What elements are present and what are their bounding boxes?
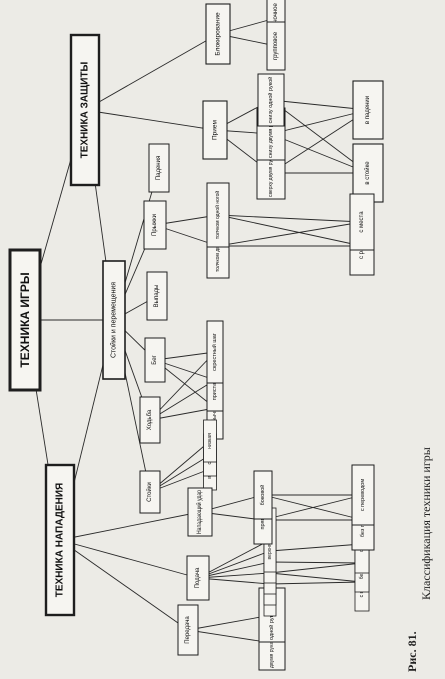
connector-defense-blocking <box>84 33 219 111</box>
node-jumps: Прыжки <box>143 200 167 250</box>
connector-upper_side-with_rotation <box>269 581 363 585</box>
node-group: групповое <box>266 21 286 71</box>
figure-caption: Классификация техники игры <box>419 447 433 600</box>
node-label: с переводом <box>360 479 366 511</box>
node-label: Подача <box>195 567 201 588</box>
node-bottom-one: снизу одной рукой <box>257 73 285 127</box>
node-receiving: Прием <box>202 100 228 160</box>
node-label: в стойке <box>364 161 371 185</box>
node-label: одиночное <box>273 2 279 32</box>
node-from-place: с места <box>349 193 375 251</box>
node-low: низкая <box>203 419 217 463</box>
node-label: скрестный шаг <box>211 333 218 371</box>
node-stances-box: Стойки <box>139 470 161 514</box>
connector-push_one-from_place <box>217 214 363 223</box>
connector-serve-upper_straight <box>197 572 271 579</box>
connector-defense-receiving <box>84 109 216 131</box>
node-defense: ТЕХНИКА ЗАЩИТЫ <box>69 33 101 187</box>
node-lunges: Выпады <box>146 271 168 321</box>
connector-serve-upper_side_2 <box>197 539 271 579</box>
node-label: Падения <box>156 156 162 180</box>
node-spike: Нападающий удар <box>187 487 213 537</box>
node-label: в падении <box>365 96 371 124</box>
node-label: Стойки и перемещения <box>110 282 118 358</box>
node-with-transfer: с переводом <box>351 464 375 526</box>
node-label: с места <box>359 211 365 233</box>
node-cross-step: скрестный шаг <box>206 320 224 384</box>
connector-attack-pass <box>59 539 189 631</box>
node-pass: Передача <box>177 604 199 656</box>
node-run: Бег <box>144 337 166 383</box>
node-label: Передача <box>185 616 191 644</box>
connector-bottom_one-in_fall <box>270 99 369 111</box>
node-blocking: Блокирование <box>205 3 231 65</box>
node-label: боковой <box>259 485 266 506</box>
node-label: Выпады <box>154 285 160 308</box>
figure-number: Рис. 81. <box>405 631 419 672</box>
connector-walk-side_step <box>149 379 216 421</box>
node-stances: Стойки и перемещения <box>102 260 126 380</box>
connector-serve-upper_side <box>197 577 271 585</box>
connector-upper_straight-with_rotation <box>269 572 363 583</box>
node-label: Прием <box>212 119 219 140</box>
node-label: Нападающий удар <box>196 489 203 534</box>
node-attack: ТЕХНИКА НАПАДЕНИЯ <box>44 463 76 617</box>
node-label: Бег <box>152 354 158 364</box>
connector-push_one-from_run <box>217 214 363 247</box>
node-label: толчком одной ногой <box>214 191 221 240</box>
connector-bottom_two-in_fall <box>270 109 369 135</box>
node-label: снизу двумя руками <box>268 110 274 158</box>
connector-top_two-in_fall <box>270 109 369 174</box>
connector-upper_straight-without_rotation <box>269 562 363 574</box>
node-label: снизу одной рукой <box>267 77 274 124</box>
node-label: низкая <box>207 433 213 449</box>
connector-lower_side-without_rotation <box>269 561 363 564</box>
node-label: Прыжки <box>152 214 158 236</box>
node-side: боковой <box>253 470 273 520</box>
node-label: Ходьба <box>147 409 153 430</box>
connector-pass-pass_one <box>187 614 273 631</box>
connector-bottom_two-in_stance <box>270 133 369 174</box>
connector-side-no_transfer <box>262 494 364 521</box>
connector-walk-cross_step <box>149 351 216 421</box>
node-in-stance: в стойке <box>352 143 384 203</box>
node-push-one: толчком одной ногой <box>206 182 230 248</box>
connector-walk-normal_step <box>149 407 216 421</box>
node-label: Стойки <box>146 482 153 502</box>
connector-bottom_one-in_stance <box>270 99 369 174</box>
connector-pass-pass_two <box>187 629 273 644</box>
node-label: групповое <box>273 31 279 60</box>
node-label: сверху двумя руками <box>268 149 274 197</box>
connector-lower_straight-planning <box>269 543 363 552</box>
node-label: ТЕХНИКА ИГРЫ <box>18 272 32 367</box>
connector-push_two-from_place <box>217 221 363 247</box>
node-label: ТЕХНИКА ЗАЩИТЫ <box>80 61 91 158</box>
node-falls: Падения <box>148 143 170 193</box>
node-label: двумя руками сверху <box>269 618 275 668</box>
node-in-fall: в падении <box>352 80 384 140</box>
connector-serve-lower_side <box>197 561 271 579</box>
node-label: прямой <box>259 511 266 530</box>
node-root: ТЕХНИКА ИГРЫ <box>8 248 42 392</box>
node-label: ТЕХНИКА НАПАДЕНИЯ <box>55 483 66 597</box>
connector-attack-serve <box>59 539 199 579</box>
node-label: Блокирование <box>215 12 222 56</box>
node-serve: Подача <box>186 555 210 601</box>
connector-attack-spike <box>59 511 201 541</box>
connector-serve-lower_straight <box>197 550 271 579</box>
node-walk: Ходьба <box>139 396 161 444</box>
